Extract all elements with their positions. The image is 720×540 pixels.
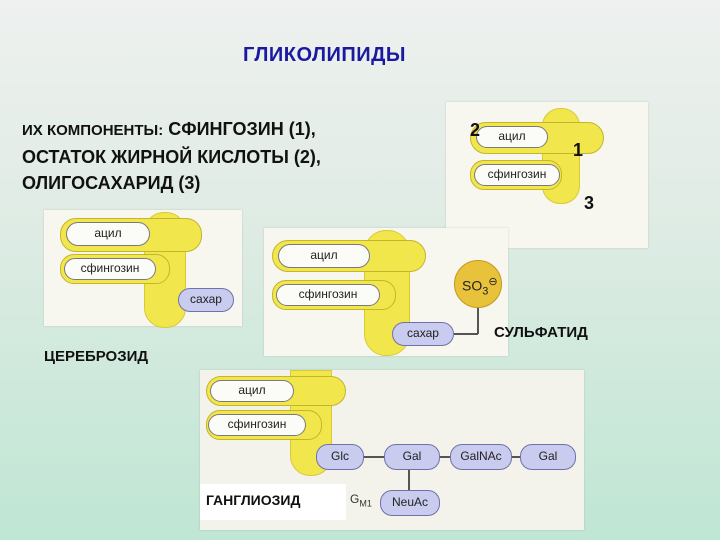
page-title: ГЛИКОЛИПИДЫ — [243, 44, 406, 66]
sulfate-link — [454, 333, 478, 335]
number-3: 3 — [584, 193, 595, 213]
number-2: 2 — [470, 120, 481, 140]
acyl-pill: ацил — [278, 244, 370, 268]
sulfate-label: SO — [462, 277, 483, 294]
sugar-gal-2: Gal — [520, 444, 576, 470]
sphingosine-pill: сфингозин — [276, 284, 380, 306]
sulfate-circle: SO3⊖ — [454, 260, 502, 308]
cerebroside-label: ЦЕРЕБРОЗИД — [44, 348, 149, 365]
components-intro: ИХ КОМПОНЕНТЫ: — [22, 122, 164, 139]
sugar-neuac: NeuAc — [380, 490, 440, 516]
sulfatide-label: СУЛЬФАТИД — [494, 324, 588, 341]
components-line1: СФИНГОЗИН (1), — [168, 119, 316, 139]
ganglioside-name: GM1 — [350, 492, 372, 509]
sulfate-link-vertical — [477, 308, 479, 334]
acyl-pill: ацил — [66, 222, 150, 246]
sugar-pill: сахар — [178, 288, 234, 312]
sugar-glc: Glc — [316, 444, 364, 470]
sphingosine-pill: сфингозин — [474, 164, 560, 186]
cerebroside-panel: ацил сфингозин сахар — [44, 210, 242, 328]
components-text: ИХ КОМПОНЕНТЫ: СФИНГОЗИН (1), ОСТАТОК ЖИ… — [22, 116, 321, 196]
legend-panel: ацил сфингозин — [446, 102, 648, 248]
sulfatide-panel: ацил сфингозин сахар SO3⊖ — [264, 228, 508, 356]
acyl-pill: ацил — [210, 380, 294, 402]
ganglioside-label-box — [200, 484, 346, 520]
components-line2: ОСТАТОК ЖИРНОЙ КИСЛОТЫ (2), — [22, 147, 321, 167]
number-1: 1 — [573, 140, 584, 160]
sphingosine-pill: сфингозин — [208, 414, 306, 436]
sphingosine-pill: сфингозин — [64, 258, 156, 280]
ganglioside-label: ГАНГЛИОЗИД — [206, 492, 301, 508]
acyl-pill: ацил — [476, 126, 548, 148]
sugar-galnac: GalNAc — [450, 444, 512, 470]
components-line3: ОЛИГОСАХАРИД (3) — [22, 173, 201, 193]
neuac-link — [408, 468, 410, 490]
sugar-gal-1: Gal — [384, 444, 440, 470]
sugar-pill: сахар — [392, 322, 454, 346]
